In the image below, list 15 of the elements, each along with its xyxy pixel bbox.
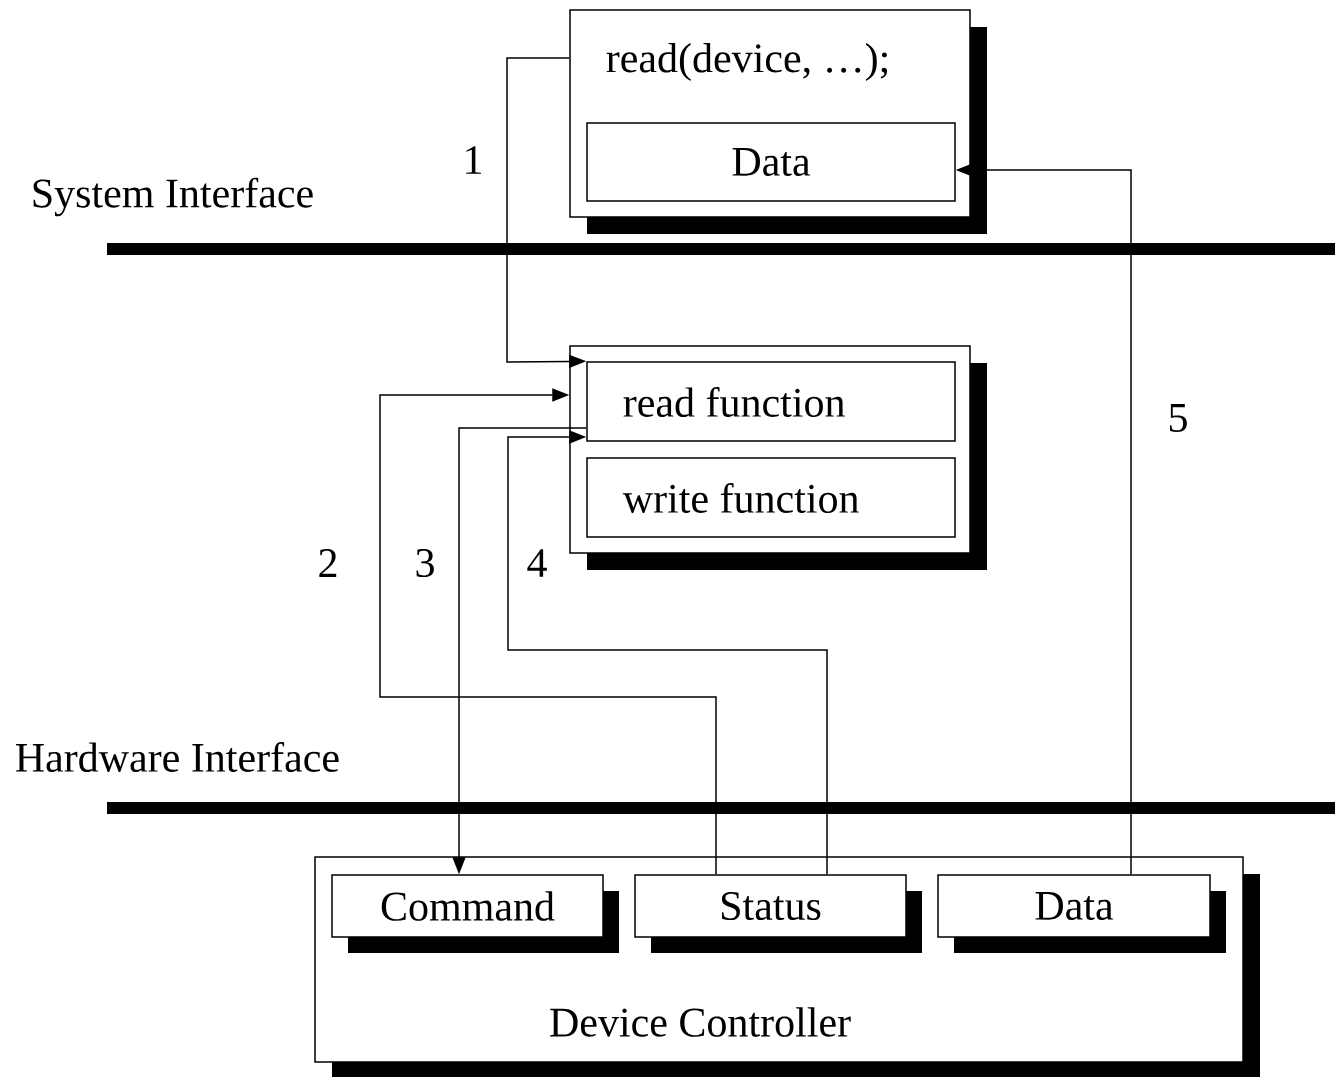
- buffer-box: Data: [586, 122, 956, 202]
- arrow: [379, 388, 717, 875]
- interface-label: System Interface: [33, 177, 313, 217]
- edge-label: 2: [315, 547, 341, 579]
- register-box: Command: [331, 874, 619, 953]
- edge-label: 5: [1165, 402, 1191, 434]
- edge-label: 4: [524, 547, 550, 579]
- function-box: write function: [586, 457, 956, 538]
- register-box: Status: [634, 874, 922, 953]
- edge-label: 3: [412, 546, 438, 580]
- arrow: [507, 430, 828, 875]
- edge-label: 1: [460, 144, 486, 176]
- register-box: Data: [937, 874, 1226, 953]
- function-box: read function: [586, 361, 956, 442]
- interface-label: Hardware Interface: [15, 742, 339, 772]
